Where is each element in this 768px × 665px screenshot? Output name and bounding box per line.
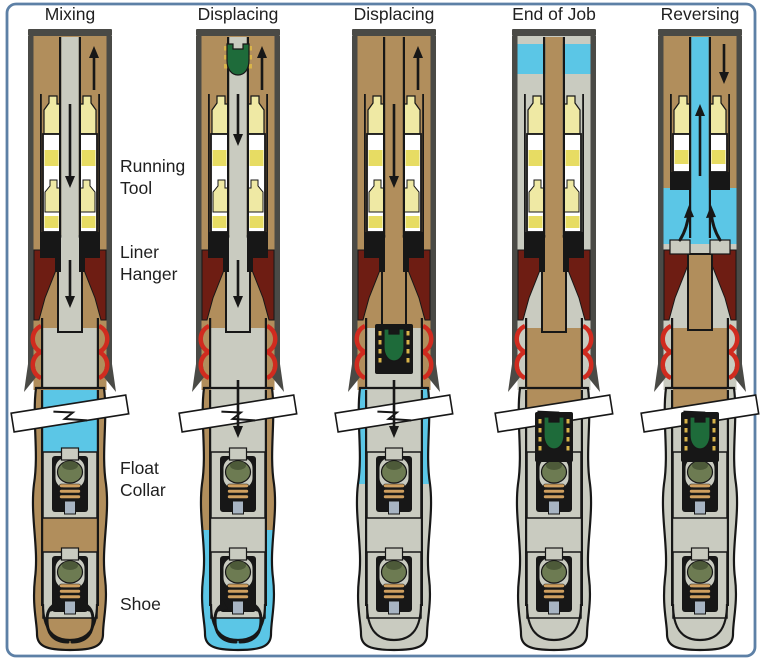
- float-collar-valve: [42, 447, 98, 519]
- stage-title: Displacing: [198, 4, 279, 24]
- float-collar-valve: [672, 447, 728, 519]
- flow-arrows: [213, 46, 267, 644]
- shoe-valve: [210, 547, 266, 619]
- float-collar-valve: [366, 447, 422, 519]
- seal-right: [727, 323, 740, 381]
- shoe-valve: [366, 547, 422, 619]
- seal-left: [198, 323, 211, 381]
- float-collar-valve: [210, 447, 266, 519]
- borehole-wall: [31, 386, 109, 652]
- seal-right: [97, 323, 110, 381]
- figure-border: [5, 2, 757, 658]
- seal-left: [514, 323, 527, 381]
- stage-title: End of Job: [512, 4, 596, 24]
- seal-left: [354, 323, 367, 381]
- stage-column: Reversing: [640, 4, 760, 652]
- stage-column: Displacing: [178, 4, 298, 652]
- stage-title: Displacing: [354, 4, 435, 24]
- liner-hanger: [514, 235, 594, 390]
- seal-right: [265, 323, 278, 381]
- shoe-valve: [672, 547, 728, 619]
- label-shoe: Shoe: [120, 594, 161, 614]
- flow-arrows: [45, 46, 99, 644]
- borehole-wall: [355, 386, 433, 652]
- guide-shoe-outline: [209, 603, 267, 642]
- stage-columns: Mixing Displacing Displacing End of Job Reve…: [10, 4, 760, 652]
- running-tool: [670, 94, 730, 190]
- guide-shoe-outline: [365, 603, 423, 642]
- borehole-wall: [661, 386, 739, 652]
- borehole-wall: [515, 386, 593, 652]
- flow-arrows: [389, 46, 423, 438]
- borehole-wall: [199, 386, 277, 652]
- stage-column: Mixing: [10, 4, 130, 652]
- seal-right: [421, 323, 434, 381]
- wiper-plug-dart: [375, 324, 413, 374]
- guide-shoe-outline: [525, 603, 583, 642]
- wiper-dart-in-pipe: [224, 43, 252, 76]
- stage-column: Displacing: [334, 4, 454, 652]
- depth-break-symbol: [10, 394, 130, 433]
- wiper-plug-dart: [681, 412, 719, 462]
- stage-title: Mixing: [45, 4, 96, 24]
- work-string: [543, 37, 565, 238]
- flow-arrows: [678, 44, 729, 242]
- guide-shoe-outline: [41, 603, 99, 642]
- stage-column: End of Job: [494, 4, 614, 652]
- seal-left: [660, 323, 673, 381]
- wiper-plug-dart: [535, 412, 573, 462]
- shoe-valve: [42, 547, 98, 619]
- shoe-valve: [526, 547, 582, 619]
- seal-right: [581, 323, 594, 381]
- seal-left: [30, 323, 43, 381]
- running-tool: [40, 94, 100, 258]
- liner-hanger: [660, 239, 740, 390]
- stage-title: Reversing: [661, 4, 740, 24]
- guide-shoe-outline: [671, 603, 729, 642]
